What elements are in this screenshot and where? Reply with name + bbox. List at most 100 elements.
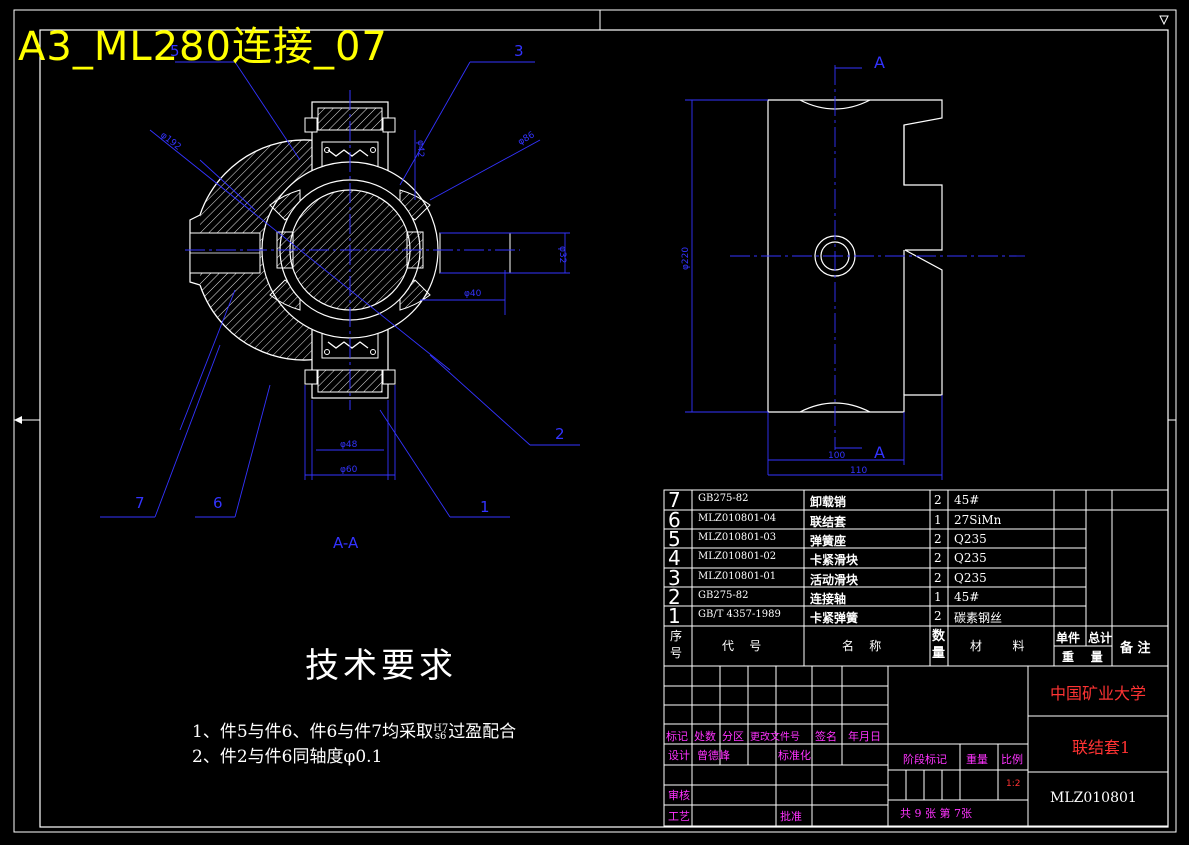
tb-mark: 标记 <box>666 730 688 743</box>
section-view-label: A-A <box>333 534 359 552</box>
bom-cell-code: MLZ010801-04 <box>698 513 777 524</box>
tb-standard: 标准化 <box>778 749 811 762</box>
tech-req1-part-b: 过盈配合 <box>448 722 517 742</box>
tb-designer: 曾德峰 <box>697 749 730 762</box>
bom-cell-qty: 2 <box>934 551 942 565</box>
bom-cell-name: 活动滑块 <box>810 573 859 587</box>
side-dim-texts: φ220 100 110 A A <box>681 53 885 476</box>
tb-weight: 重量 <box>966 753 988 766</box>
dim-d48: φ48 <box>340 440 358 450</box>
dim-d86: φ86 <box>517 130 537 147</box>
tb-approve: 批准 <box>780 810 802 823</box>
bom-cell-code: MLZ010801-02 <box>698 551 777 562</box>
leader-label-5: 5 <box>170 42 180 60</box>
hdr-qty: 数量 <box>932 629 946 661</box>
hdr-unit: 单件 <box>1056 631 1081 645</box>
tb-stage: 阶段标记 <box>903 753 947 766</box>
bom-cell-qty: 1 <box>934 513 942 527</box>
tb-sign: 签名 <box>815 730 837 743</box>
bom-cell-name: 联结套 <box>810 515 847 529</box>
bom-cell-name: 卡紧弹簧 <box>810 611 859 625</box>
bom-cell-no: 7 <box>668 488 681 512</box>
side-view-dimensions <box>685 65 1025 480</box>
tb-zone: 分区 <box>722 730 744 743</box>
bom-cell-no: 5 <box>668 527 681 551</box>
bom-cell-name: 连接轴 <box>810 592 847 606</box>
bom-table-lines <box>663 489 1169 667</box>
tech-req1-part-a: 1、件5与件6、件6与件7均采取 <box>192 722 434 742</box>
bom-cell-qty: 2 <box>934 532 942 546</box>
bom-cell-name: 卸载销 <box>810 495 847 509</box>
tb-scale-value: 1:2 <box>1006 779 1021 789</box>
leader-label-1: 1 <box>480 498 490 516</box>
hdr-code: 代 号 <box>722 639 762 653</box>
hdr-remark: 备 注 <box>1120 641 1151 656</box>
bom-cell-name: 卡紧滑块 <box>810 553 859 567</box>
tech-requirement-2: 2、件2与件6同轴度φ0.1 <box>192 747 383 767</box>
tb-design: 设计 <box>668 749 690 762</box>
leader-label-7: 7 <box>135 494 145 512</box>
tb-doc: 更改文件号 <box>750 732 800 743</box>
bom-cell-material: Q235 <box>954 571 987 585</box>
bom-cell-no: 6 <box>668 508 681 532</box>
bom-cell-code: GB275-82 <box>698 493 749 504</box>
bom-cell-no: 2 <box>668 585 681 609</box>
tb-date: 年月日 <box>848 730 881 743</box>
hdr-material: 材 料 <box>970 639 1025 653</box>
dim-d32: φ32 <box>557 246 567 263</box>
tb-review: 审核 <box>668 789 690 802</box>
dim-d42: φ42 <box>415 140 425 157</box>
bom-cell-no: 4 <box>668 546 681 570</box>
leader-label-3: 3 <box>514 42 524 60</box>
tb-count: 处数 <box>694 730 716 743</box>
dim-d192: φ192 <box>158 130 182 152</box>
bom-cell-material: 27SiMn <box>954 513 1002 527</box>
bom-cell-code: MLZ010801-03 <box>698 532 777 543</box>
bom-cell-material: Q235 <box>954 551 987 565</box>
fit-top: H7 <box>433 722 449 734</box>
bom-cell-qty: 2 <box>934 493 942 507</box>
dim-d60: φ60 <box>340 465 358 475</box>
bom-cell-material: 碳素钢丝 <box>954 611 1003 625</box>
bom-cell-material: 45# <box>954 590 980 604</box>
bom-cell-no: 3 <box>668 566 681 590</box>
school-name: 中国矿业大学 <box>1050 684 1147 703</box>
bom-cell-code: GB/T 4357-1989 <box>698 609 781 620</box>
section-dimensions <box>100 61 580 518</box>
dim-w100: 100 <box>828 451 845 461</box>
dim-w110: 110 <box>850 466 867 476</box>
bom-cell-material: 45# <box>954 493 980 507</box>
bom-cell-material: Q235 <box>954 532 987 546</box>
section-mark-top: A <box>874 53 885 72</box>
tech-requirements-title: 技术要求 <box>305 646 457 686</box>
bom-cell-qty: 1 <box>934 590 942 604</box>
fit-bottom: s6 <box>434 730 447 742</box>
section-view <box>185 90 520 410</box>
tb-scale: 比例 <box>1001 753 1023 766</box>
dim-d40: φ40 <box>464 289 482 299</box>
part-name: 联结套1 <box>1072 738 1131 757</box>
hdr-total: 总计 <box>1088 631 1113 645</box>
leader-label-2: 2 <box>555 425 565 443</box>
leader-label-6: 6 <box>213 494 223 512</box>
drawing-title: A3_ML280连接_07 <box>18 24 388 70</box>
bom-cell-name: 弹簧座 <box>810 534 847 548</box>
bom-cell-no: 1 <box>668 604 681 628</box>
bom-cell-code: GB275-82 <box>698 590 749 601</box>
bom-cell-qty: 2 <box>934 609 942 623</box>
hdr-weight: 重 量 <box>1062 650 1103 664</box>
drawing-number: MLZ010801 <box>1050 790 1137 806</box>
bom-cell-qty: 2 <box>934 571 942 585</box>
title-block-lines <box>663 665 1169 827</box>
sheet-border <box>13 9 1177 833</box>
bom-cell-code: MLZ010801-01 <box>698 571 777 582</box>
hdr-no: 序号 <box>670 629 683 660</box>
section-mark-bottom: A <box>874 443 885 462</box>
tb-sheets: 共 9 张 第 7张 <box>900 807 972 820</box>
dim-d220: φ220 <box>681 247 691 270</box>
hdr-name: 名 称 <box>842 639 882 653</box>
tb-process: 工艺 <box>668 810 690 823</box>
